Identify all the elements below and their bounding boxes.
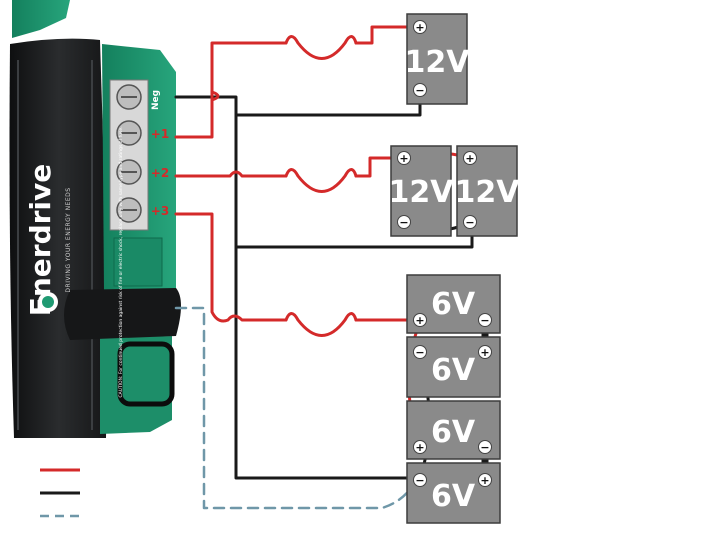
svg-text:−: − [415, 346, 424, 359]
negative-terminal-icon: − [397, 215, 411, 229]
battery-voltage: 12V [405, 45, 471, 80]
terminal-screw-plus-3 [116, 197, 142, 223]
brand-tagline: DRIVING YOUR ENERGY NEEDS [65, 187, 72, 292]
charger-ribs [17, 60, 93, 430]
bracket-handle [117, 341, 175, 407]
terminal-label-plus-3: +3 [151, 204, 169, 218]
battery-voltage: 12V [389, 175, 455, 210]
wire-positive-bank3 [174, 212, 288, 323]
battery-voltage: 6V [431, 415, 476, 450]
terminal-label-plus-2: +2 [151, 166, 169, 180]
battery-terminals: + − + + − − + − − + − + − + [397, 20, 492, 487]
wire-positive-bank2 [174, 170, 288, 178]
negative-terminal-icon: − [413, 345, 427, 359]
battery: 6V [406, 462, 501, 524]
brand-logo-icon [38, 292, 58, 312]
positive-terminal-icon: + [413, 440, 427, 454]
fuse-bank1-icon [284, 35, 358, 60]
svg-text:+: + [415, 314, 424, 327]
charger-lower-panel [100, 336, 172, 434]
svg-text:+: + [480, 346, 489, 359]
svg-text:+: + [399, 152, 408, 165]
terminal-label-neg: Neg [151, 90, 161, 110]
negative-terminal-icon: − [413, 83, 427, 97]
negative-terminal-icon: − [463, 215, 477, 229]
wire-negative-main [174, 95, 420, 480]
battery-voltage: 6V [431, 287, 476, 322]
svg-text:+: + [480, 474, 489, 487]
fuse-bank3-icon [284, 312, 358, 337]
wire-negative-bank1 [234, 96, 422, 117]
charger-unit: Neg +1 +2 +3 CAUTION: For continued prot… [9, 0, 181, 439]
battery-voltage: 12V [455, 175, 521, 210]
terminal-block [109, 79, 149, 231]
negative-terminal-icon: − [478, 313, 492, 327]
positive-terminal-icon: + [397, 151, 411, 165]
battery-voltage: 6V [431, 353, 476, 388]
svg-text:−: − [415, 84, 424, 97]
svg-text:−: − [465, 216, 474, 229]
wire-positive-bank2-end [354, 156, 406, 178]
terminal-screw-plus-1 [116, 120, 142, 146]
legend [40, 468, 80, 518]
positive-terminal-icon: + [463, 151, 477, 165]
svg-text:+: + [415, 441, 424, 454]
fuse-bank2-icon [284, 168, 358, 193]
positive-terminal-icon: + [478, 473, 492, 487]
negative-terminal-icon: − [413, 473, 427, 487]
svg-text:−: − [480, 314, 489, 327]
terminal-screw-plus-2 [116, 159, 142, 185]
positive-terminal-icon: + [413, 313, 427, 327]
positive-terminal-icon: + [413, 20, 427, 34]
mounting-bracket [64, 288, 181, 340]
svg-text:−: − [399, 216, 408, 229]
svg-text:+: + [465, 152, 474, 165]
charger-top-strip [12, 0, 70, 38]
svg-text:−: − [480, 441, 489, 454]
brand-name: Enerdrive [24, 164, 57, 317]
wire-positive-bank1 [174, 41, 288, 139]
battery-voltage: 6V [431, 479, 476, 514]
positive-terminal-icon: + [478, 345, 492, 359]
negative-terminal-icon: − [478, 440, 492, 454]
terminal-label-plus-1: +1 [151, 127, 169, 141]
caution-sticker: CAUTION: For continued protection agains… [113, 126, 163, 398]
svg-text:+: + [415, 21, 424, 34]
caution-text: CAUTION: For continued protection agains… [118, 126, 124, 397]
svg-text:−: − [415, 474, 424, 487]
wire-positive-bank1-end [354, 25, 422, 45]
terminal-screw-neg [116, 84, 142, 110]
